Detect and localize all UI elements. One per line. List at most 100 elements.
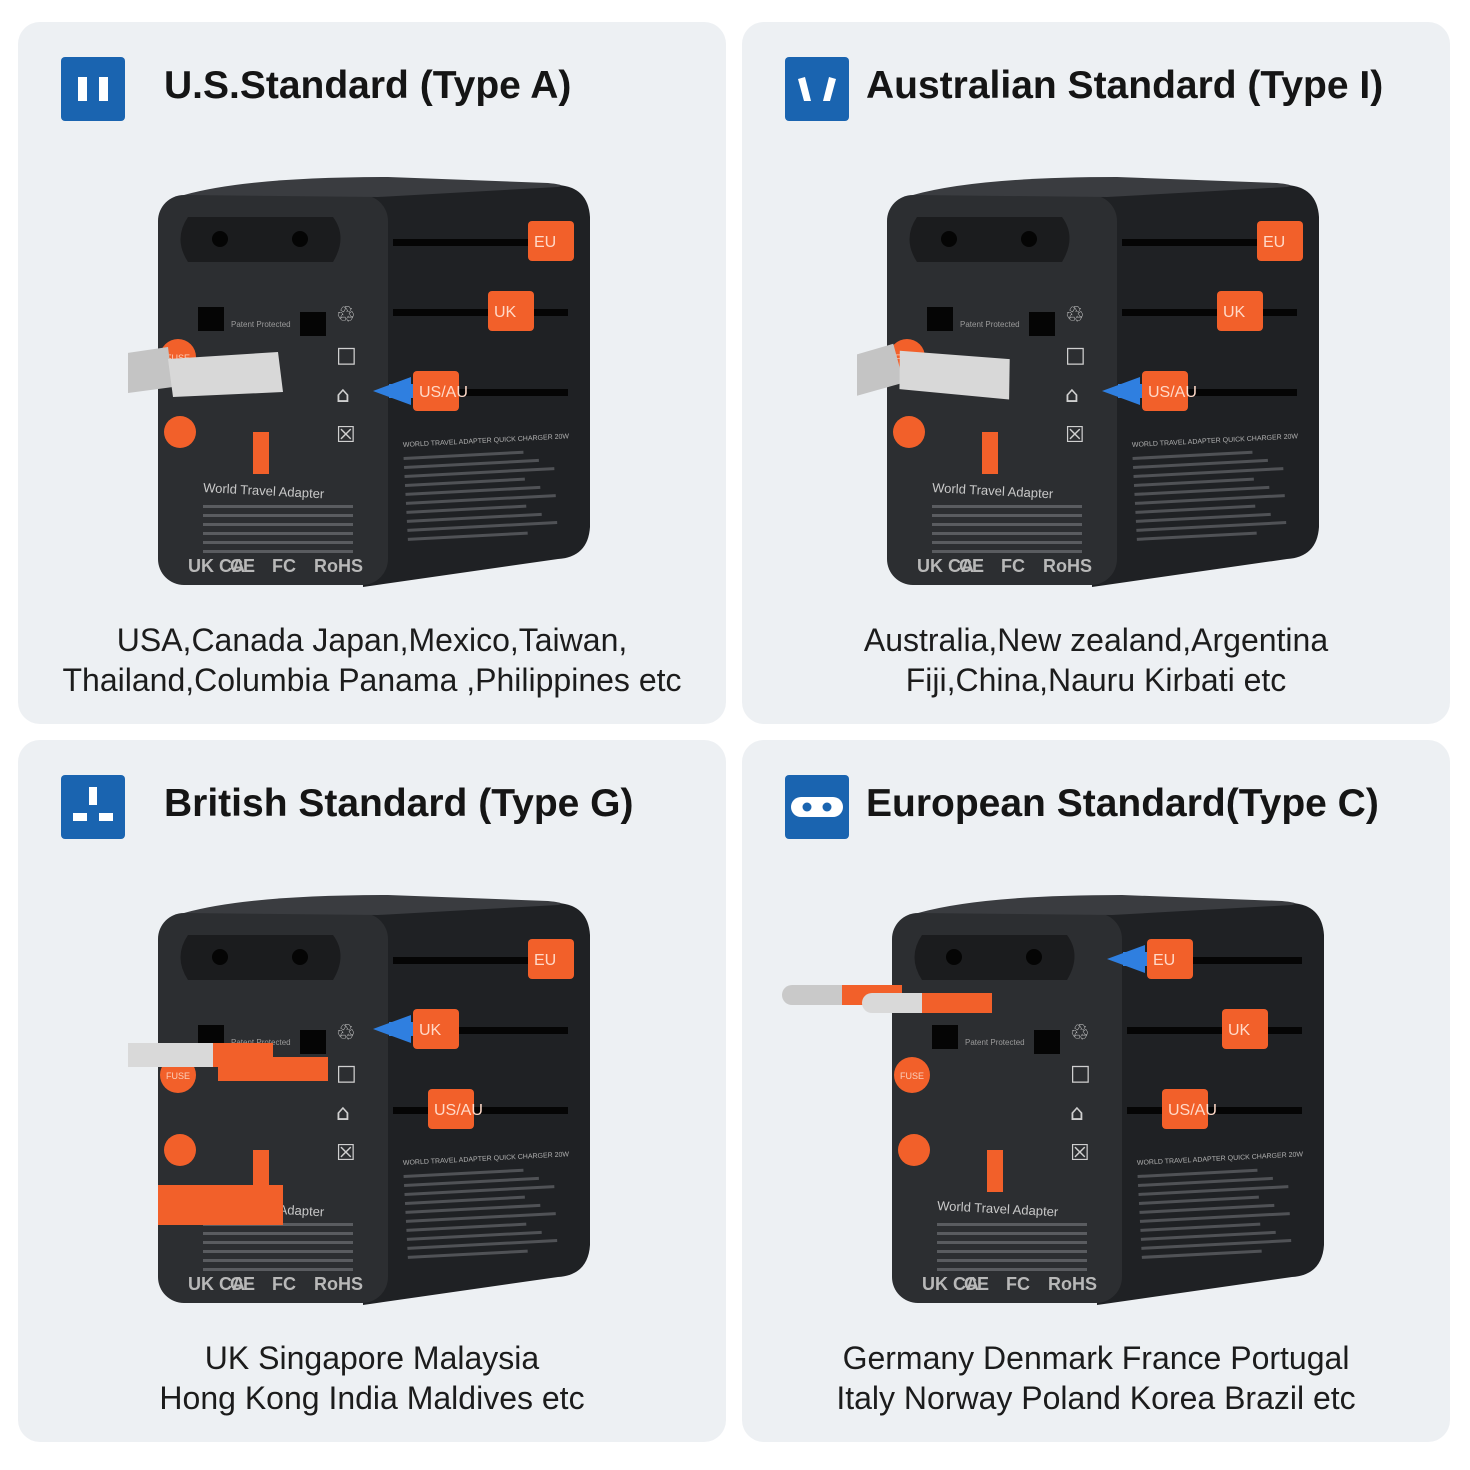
side-icon: ☒ [336,1141,356,1166]
cert-mark: UK CA [917,556,974,576]
country-list-line: Australia,New zealand,Argentina [863,622,1329,658]
country-list-line: Fiji,China,Nauru Kirbati etc [905,662,1287,698]
spec-line [203,514,353,517]
socket-recess [180,217,341,262]
extended-prongs [128,347,283,397]
prong [218,1057,328,1081]
slider-label: UK [419,1022,442,1039]
socket-slot [300,1030,326,1054]
patent-label: Patent Protected [965,1038,1025,1047]
usb-port [982,432,998,474]
slider-tab [413,371,459,411]
type-i-plug-icon [785,57,849,121]
fuse-label: FUSE [900,1071,924,1081]
country-list-line: Hong Kong India Maldives etc [159,1380,585,1416]
socket-recess [180,935,341,980]
spec-line [1140,1222,1261,1232]
brand-label: World Travel Adapter [203,480,325,501]
patent-label: Patent Protected [231,320,291,329]
spec-line [1132,458,1268,469]
slider-tab [1147,939,1193,979]
spec-line [203,541,353,544]
cert-mark: UK CA [188,1274,245,1294]
slider-track [1127,1107,1302,1114]
reset-button [164,416,196,448]
socket-hole [946,949,962,965]
spec-line [1137,1176,1273,1187]
fuse-cap [894,1057,930,1093]
side-icon: ⌂ [1070,1101,1084,1126]
adapter-top-edge [913,177,1291,197]
country-list-line: USA,Canada Japan,Mexico,Taiwan, [116,622,628,658]
panel-title: Australian Standard (Type I) [866,64,1384,107]
usb-port [253,1150,269,1192]
country-list: Germany Denmark France Portugal Italy No… [742,1338,1450,1418]
slider-track [1122,389,1297,396]
cert-mark: RoHS [1048,1274,1097,1294]
spec-line [405,1212,556,1223]
country-list: UK Singapore Malaysia Hong Kong India Ma… [18,1338,726,1418]
spec-line [407,1239,558,1250]
spec-line [403,458,539,469]
spec-line [1139,1212,1290,1223]
spec-line [1138,1185,1289,1196]
side-icon: □ [1065,343,1086,368]
slider-label: UK [1223,304,1246,321]
panel-title: European Standard(Type C) [866,782,1379,825]
slider-track [393,1107,568,1114]
socket-recess [914,935,1075,980]
country-list-line: Thailand,Columbia Panama ,Philippines et… [62,662,682,698]
side-icon: □ [336,1061,357,1086]
prong [128,1043,213,1067]
panel-type-c: European Standard(Type C) Patent Protect… [742,740,1450,1442]
direction-arrow-tail [1123,952,1147,966]
usb-port [253,432,269,474]
spec-line [1139,1203,1275,1214]
spec-line [203,1250,353,1253]
spec-line [1134,494,1285,505]
panel-type-i: Australian Standard (Type I) Patent Prot… [742,22,1450,724]
slider-track [1122,239,1297,246]
slider-label: EU [1263,234,1285,251]
spec-line [406,1230,542,1241]
cert-mark: CE [964,1274,989,1294]
spec-line [1140,1230,1276,1241]
spec-line [405,485,541,496]
slider-tab [413,1009,459,1049]
spec-line [404,477,525,487]
socket-hole [292,949,308,965]
slider-label: UK [494,304,517,321]
reset-button [898,1134,930,1166]
spec-line [203,505,353,508]
side-icon: ♲ [1070,1021,1090,1046]
slider-label: US/AU [1148,384,1197,401]
spec-line [405,494,556,505]
socket-slot [300,312,326,336]
socket-hole [1026,949,1042,965]
spec-line [404,1185,555,1196]
reset-button [893,416,925,448]
socket-hole [941,231,957,247]
spec-line [1135,504,1256,514]
spec-line [937,1268,1087,1271]
country-list-line: Germany Denmark France Portugal [842,1340,1350,1376]
prong [158,1185,283,1225]
side-icon: ☒ [1070,1141,1090,1166]
spec-line [932,541,1082,544]
slider-label: UK [1228,1022,1251,1039]
cert-mark: UK CA [188,556,245,576]
spec-line [1135,512,1271,523]
panel-type-g: British Standard (Type G) Patent Protect… [18,740,726,1442]
prong [168,352,283,397]
spec-line [937,1232,1087,1235]
slider-label: US/AU [419,384,468,401]
slider-label: EU [1153,952,1175,969]
spec-line [937,1223,1087,1226]
spec-line [1136,521,1287,532]
spec-line [203,1268,353,1271]
spec-line [203,1259,353,1262]
spec-line [937,1250,1087,1253]
